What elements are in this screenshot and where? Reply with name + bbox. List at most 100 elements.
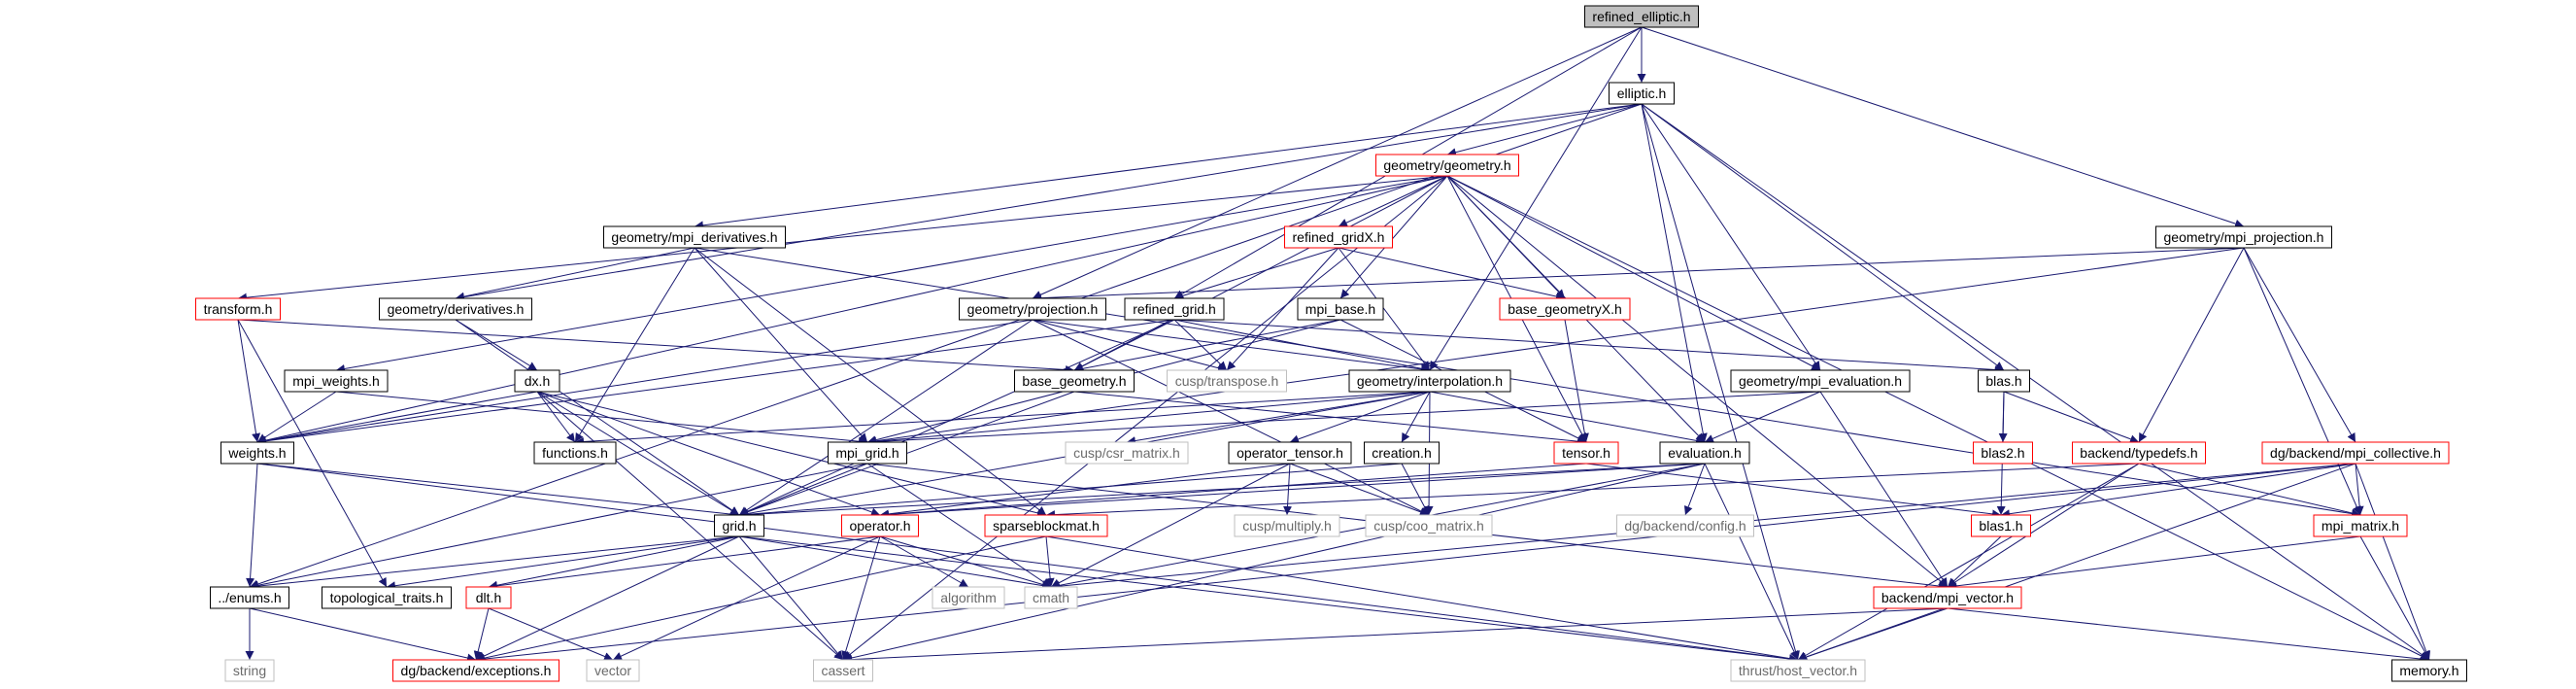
edge-mpi_weights-to-weights — [256, 391, 337, 443]
edge-geometry-to-mpi_base — [1339, 175, 1448, 299]
edge-blas-to-blas2 — [1998, 391, 2008, 443]
node-label-cassert: cassert — [821, 663, 864, 678]
node-operator[interactable]: operator.h — [841, 514, 919, 537]
edge-dx-to-grid — [536, 391, 740, 516]
edge-mpi_projection-to-projection — [1032, 247, 2245, 303]
edge-mpi_projection-to-typedefs — [2138, 247, 2245, 443]
node-box-weights — [220, 441, 294, 465]
node-box-blas2 — [1973, 441, 2033, 465]
node-mpi_evaluation[interactable]: geometry/mpi_evaluation.h — [1730, 369, 1911, 393]
node-cusp_csr: cusp/csr_matrix.h — [1065, 441, 1189, 465]
node-refined_gridX[interactable]: refined_gridX.h — [1284, 225, 1393, 249]
edge-refined_gridX-to-interpolation — [1338, 247, 1431, 371]
node-mpi_projection[interactable]: geometry/mpi_projection.h — [2155, 225, 2332, 249]
edge-dx-to-cassert — [536, 391, 844, 661]
node-label-projection: geometry/projection.h — [967, 301, 1099, 317]
edge-refined_gridX-to-refined_grid — [1173, 247, 1339, 300]
node-memory[interactable]: memory.h — [2391, 659, 2467, 682]
node-base_geometry[interactable]: base_geometry.h — [1014, 369, 1135, 393]
node-tensor[interactable]: tensor.h — [1553, 441, 1619, 465]
node-box-cusp_transpose — [1167, 369, 1287, 393]
node-functions[interactable]: functions.h — [533, 441, 617, 465]
node-mpi_grid[interactable]: mpi_grid.h — [828, 441, 907, 465]
node-blas2[interactable]: blas2.h — [1973, 441, 2033, 465]
node-box-sparseblockmat — [984, 514, 1108, 537]
edge-mpi_matrix-to-mpi_vector — [1947, 535, 2361, 591]
edge-mpi_derivatives-to-derivatives — [455, 247, 695, 301]
node-weights[interactable]: weights.h — [220, 441, 294, 465]
edge-operator-to-cmath — [879, 535, 1052, 589]
node-cusp_multiply: cusp/multiply.h — [1234, 514, 1340, 537]
node-enums[interactable]: ../enums.h — [210, 586, 289, 609]
node-base_geometryX[interactable]: base_geometryX.h — [1499, 297, 1631, 321]
node-operator_tensor[interactable]: operator_tensor.h — [1228, 441, 1352, 465]
node-interpolation[interactable]: geometry/interpolation.h — [1348, 369, 1511, 393]
node-derivatives[interactable]: geometry/derivatives.h — [379, 297, 532, 321]
edge-refined_grid-to-base_geometry — [1073, 319, 1175, 371]
node-dlt[interactable]: dlt.h — [465, 586, 512, 609]
node-box-cassert — [813, 659, 873, 682]
edge-typedefs-to-mpi_vector — [1947, 463, 2140, 588]
node-typedefs[interactable]: backend/typedefs.h — [2072, 441, 2206, 465]
node-mpi_collective[interactable]: dg/backend/mpi_collective.h — [2261, 441, 2450, 465]
node-label-mpi_grid: mpi_grid.h — [835, 445, 898, 461]
node-refined_elliptic[interactable]: refined_elliptic.h — [1584, 5, 1699, 28]
node-projection[interactable]: geometry/projection.h — [959, 297, 1106, 321]
node-topological[interactable]: topological_traits.h — [322, 586, 452, 609]
node-box-transform — [195, 297, 281, 321]
node-label-cusp_transpose: cusp/transpose.h — [1175, 373, 1279, 389]
edge-refined_elliptic-to-interpolation — [1429, 26, 1643, 371]
node-label-algorithm: algorithm — [940, 590, 997, 605]
node-label-memory: memory.h — [2399, 663, 2458, 678]
edge-dx-to-sparseblockmat — [536, 391, 1047, 518]
node-string: string — [224, 659, 275, 682]
node-box-algorithm — [932, 586, 1005, 609]
edge-refined_gridX-to-base_geometryX — [1338, 247, 1566, 301]
node-label-mpi_evaluation: geometry/mpi_evaluation.h — [1739, 373, 1902, 389]
node-mpi_matrix[interactable]: mpi_matrix.h — [2313, 514, 2408, 537]
node-grid[interactable]: grid.h — [714, 514, 764, 537]
edge-derivatives-to-dx — [455, 319, 538, 371]
edge-creation-to-grid — [738, 463, 1403, 519]
node-blas[interactable]: blas.h — [1978, 369, 2030, 393]
edge-mpi_weights-to-mpi_grid — [335, 391, 868, 446]
node-label-refined_grid: refined_grid.h — [1133, 301, 1216, 317]
node-transform[interactable]: transform.h — [195, 297, 281, 321]
edge-refined_grid-to-grid — [738, 319, 1175, 516]
node-evaluation[interactable]: evaluation.h — [1659, 441, 1750, 465]
node-elliptic[interactable]: elliptic.h — [1609, 82, 1675, 105]
node-box-mpi_collective — [2261, 441, 2450, 465]
node-exceptions[interactable]: dg/backend/exceptions.h — [392, 659, 559, 682]
edge-interpolation-to-operator_tensor — [1289, 391, 1431, 444]
edge-weights-to-grid — [256, 463, 740, 519]
node-box-topological — [322, 586, 452, 609]
edge-interpolation-to-cusp_csr — [1126, 391, 1431, 445]
node-box-string — [224, 659, 275, 682]
node-label-cusp_csr: cusp/csr_matrix.h — [1073, 445, 1180, 461]
node-label-enums: ../enums.h — [218, 590, 281, 605]
edge-operator-to-cassert — [841, 535, 881, 661]
node-sparseblockmat[interactable]: sparseblockmat.h — [984, 514, 1108, 537]
node-creation[interactable]: creation.h — [1364, 441, 1440, 465]
node-box-typedefs — [2072, 441, 2206, 465]
node-mpi_vector[interactable]: backend/mpi_vector.h — [1873, 586, 2022, 609]
node-cusp_transpose: cusp/transpose.h — [1167, 369, 1287, 393]
edge-projection-to-weights — [256, 319, 1034, 446]
node-box-mpi_projection — [2155, 225, 2332, 249]
node-label-tensor: tensor.h — [1562, 445, 1610, 461]
node-dx[interactable]: dx.h — [514, 369, 560, 393]
node-mpi_base[interactable]: mpi_base.h — [1297, 297, 1384, 321]
edge-interpolation-to-evaluation — [1429, 391, 1706, 445]
edge-operator_tensor-to-cmath — [1050, 463, 1291, 588]
node-label-mpi_projection: geometry/mpi_projection.h — [2164, 229, 2324, 245]
edge-mpi_grid-to-enums — [249, 463, 868, 590]
node-refined_grid[interactable]: refined_grid.h — [1124, 297, 1225, 321]
node-mpi_derivatives[interactable]: geometry/mpi_derivatives.h — [603, 225, 786, 249]
node-geometry[interactable]: geometry/geometry.h — [1375, 154, 1519, 177]
node-mpi_weights[interactable]: mpi_weights.h — [284, 369, 389, 393]
node-blas1[interactable]: blas1.h — [1971, 514, 2031, 537]
node-label-cmath: cmath — [1033, 590, 1069, 605]
node-box-creation — [1364, 441, 1440, 465]
node-box-mpi_base — [1297, 297, 1384, 321]
node-box-projection — [959, 297, 1106, 321]
